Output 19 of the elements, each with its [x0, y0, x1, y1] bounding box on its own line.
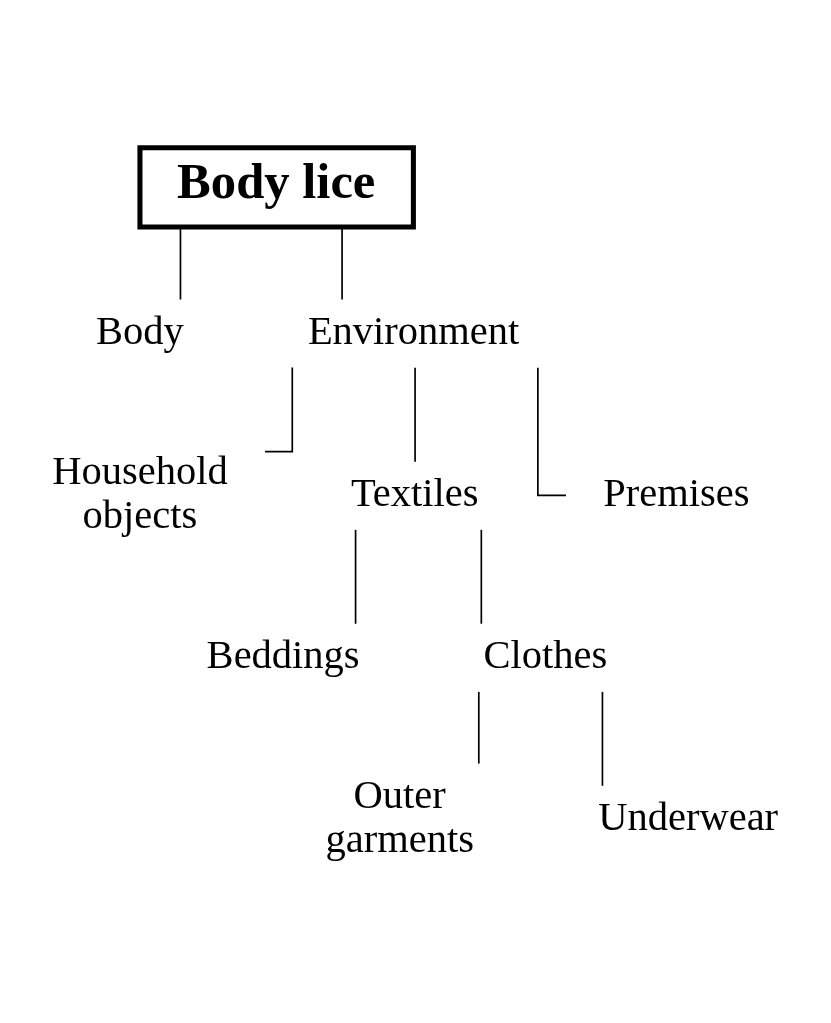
- node-text: Environment: [307, 307, 520, 353]
- node-text: Beddings: [206, 631, 360, 677]
- node-text: Underwear: [598, 794, 779, 840]
- node-text: Outer garments: [325, 772, 475, 861]
- connector: [601, 691, 604, 787]
- connector: [341, 226, 343, 301]
- node-text: Textiles: [350, 469, 479, 515]
- connector: [414, 366, 416, 463]
- node-box: Body lice: [137, 145, 416, 230]
- node-text: Clothes: [483, 631, 608, 677]
- node-text: Body: [96, 307, 184, 353]
- connector: [537, 366, 567, 497]
- connector: [179, 226, 182, 301]
- connector: [480, 529, 483, 625]
- connector: [264, 366, 294, 453]
- node-text: Household objects: [52, 447, 228, 537]
- connector: [477, 691, 480, 765]
- node-text: Premises: [603, 469, 750, 515]
- connector: [354, 529, 357, 625]
